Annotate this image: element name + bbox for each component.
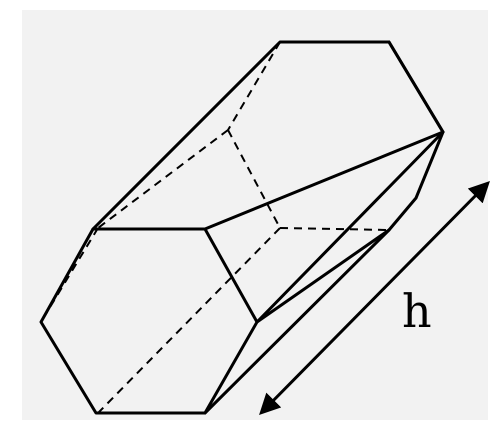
height-dimension-label: h	[402, 284, 432, 338]
diagram-background	[22, 10, 488, 420]
hidden-edge-lower-long	[97, 227, 281, 414]
height-dimension-arrow	[259, 181, 490, 415]
right-face-edge-top	[387, 40, 445, 134]
hidden-edge-back-middle	[227, 129, 281, 229]
hidden-edge-back-top	[227, 41, 281, 131]
